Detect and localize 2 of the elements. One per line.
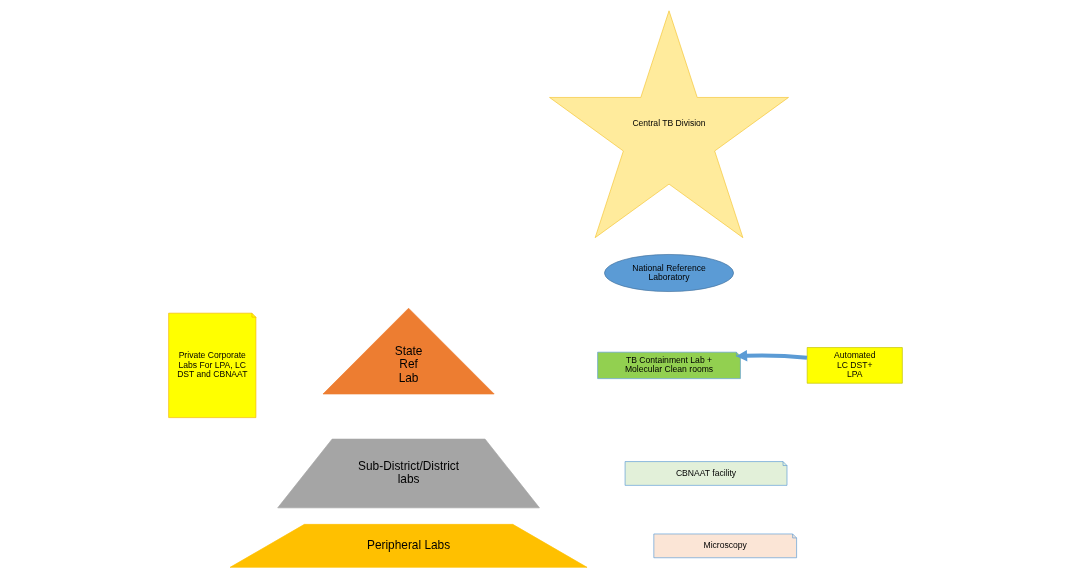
node-box: Automated LC DST+ LPA	[806, 347, 903, 384]
node-ellipse: National Reference Laboratory	[603, 254, 734, 292]
